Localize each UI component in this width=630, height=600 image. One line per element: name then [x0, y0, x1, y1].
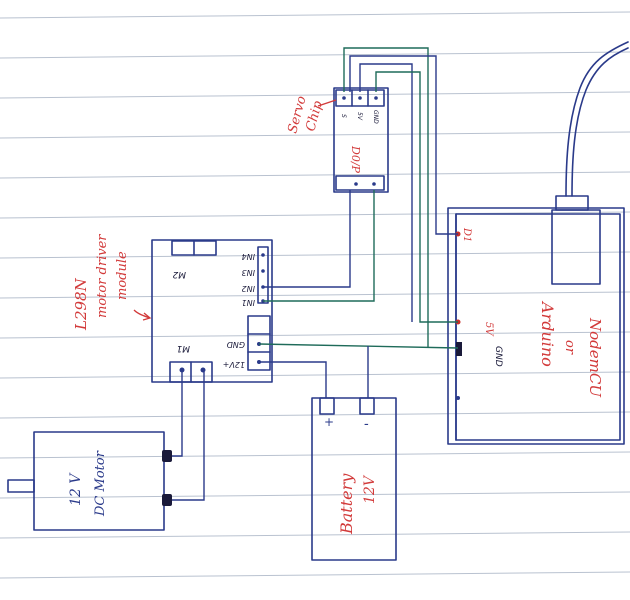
label-m2: M2 — [172, 269, 186, 279]
usb-cable — [571, 47, 629, 197]
dc-motor: 12 V DC Motor — [7, 431, 172, 531]
servo-pin-s: S — [340, 114, 347, 118]
m1-terminal-b — [200, 367, 206, 373]
label-12v-driver: 12V+ — [223, 360, 245, 369]
label-in2: IN2 — [242, 284, 255, 293]
battery-label-line2: 12V — [362, 474, 378, 504]
arduino-label-line2: or — [562, 340, 577, 355]
paper-rules — [0, 11, 630, 579]
servo-pin-gnd: GND — [372, 110, 379, 124]
motor-terminal-b — [162, 494, 172, 506]
arduino-board: D1 5V GND Arduino or NodemCU — [447, 41, 629, 445]
label-m1: M1 — [177, 343, 191, 353]
module-label-line3: module — [115, 251, 130, 300]
arduino-gnd-label: GND — [493, 346, 503, 367]
label-in3: IN3 — [242, 268, 255, 277]
motor-label-line2: DC Motor — [93, 450, 108, 517]
m1-terminal-a — [179, 367, 185, 373]
arduino-d1-label: D1 — [461, 227, 472, 242]
servo-annotation: Servo Chip — [285, 94, 337, 135]
arduino-label-line3: NodemCU — [586, 317, 604, 398]
l298n-module: M2 M1 IN4 IN3 IN2 IN1 GND 12V+ — [151, 239, 273, 383]
l298n-annotation: L298N motor driver module — [72, 234, 152, 331]
servo-chip: S 5V GND D0/P — [333, 87, 389, 193]
motor-label-line1: 12 V — [68, 472, 84, 506]
label-in4: IN4 — [242, 252, 255, 261]
battery-minus: - — [364, 416, 369, 432]
label-in1: IN1 — [242, 298, 255, 307]
module-label-line1: L298N — [72, 277, 90, 331]
arduino-label-line1: Arduino — [538, 300, 557, 367]
arduino-5v-label: 5V — [483, 322, 494, 337]
battery-plus: + — [324, 415, 334, 429]
servo-d0-label: D0/P — [349, 145, 362, 174]
servo-pin-5v: 5V — [356, 112, 363, 121]
label-gnd-driver: GND — [227, 340, 245, 349]
battery: + - Battery 12V — [311, 397, 397, 561]
battery-label-line1: Battery — [337, 473, 356, 535]
motor-shaft — [7, 479, 35, 493]
motor-terminal-a — [162, 450, 172, 462]
wires — [172, 47, 459, 501]
module-label-line2: motor driver — [95, 234, 110, 318]
